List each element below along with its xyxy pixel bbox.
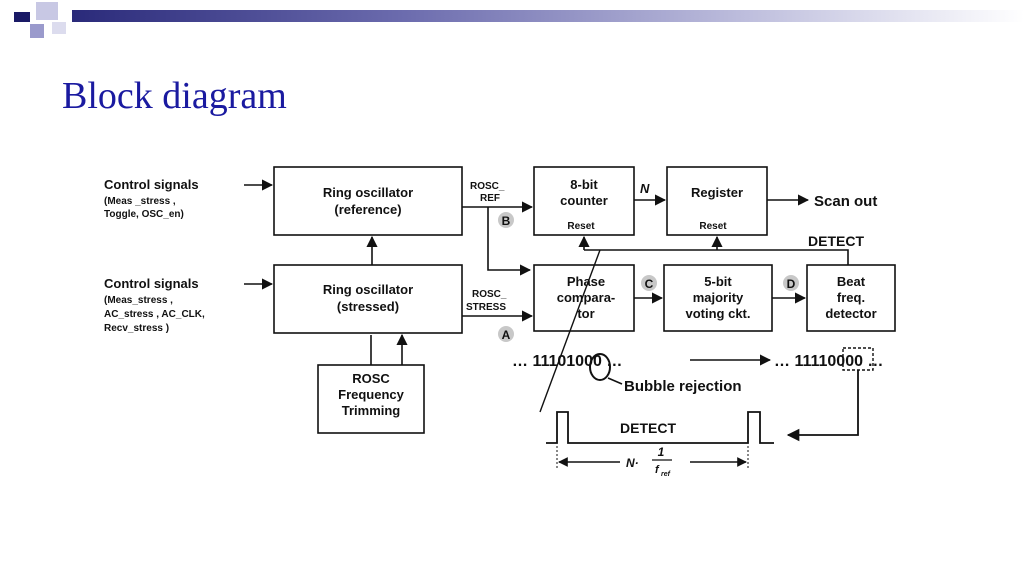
rosc-stress-label-line2: STRESS bbox=[466, 302, 506, 313]
node-d: D bbox=[783, 275, 799, 291]
node-a: A bbox=[498, 326, 514, 342]
beat-detector-block: Beat freq. detector bbox=[806, 264, 896, 332]
detect-reset-line bbox=[584, 249, 849, 265]
period-formula: N· 1 f ref bbox=[626, 445, 672, 478]
svg-text:D: D bbox=[787, 277, 796, 291]
detect-waveform bbox=[546, 411, 774, 444]
node-c: C bbox=[641, 275, 657, 291]
scan-out-label: Scan out bbox=[814, 193, 877, 210]
diagonal-line bbox=[539, 249, 601, 413]
rosc-ref-label-line1: ROSC_ bbox=[470, 181, 505, 192]
title-decoration bbox=[0, 0, 1024, 40]
beat-line3: detector bbox=[825, 306, 876, 321]
rosc-ref-label-line2: REF bbox=[480, 193, 500, 204]
phase-comparator-block: Phase compara- tor bbox=[533, 264, 635, 332]
register-reset: Reset bbox=[699, 221, 727, 232]
svg-text:A: A bbox=[502, 328, 511, 342]
arrow-ref-to-phase bbox=[487, 207, 532, 276]
rosc-trimming-block: ROSC Frequency Trimming bbox=[317, 364, 425, 434]
rosc-trim-line1: ROSC bbox=[352, 371, 390, 386]
control-signals-2-sub1: (Meas_stress , bbox=[104, 295, 173, 306]
bits-right: … 11110000 … bbox=[774, 353, 883, 370]
register-block: Register Reset bbox=[666, 166, 768, 236]
deco-square-mid bbox=[30, 24, 44, 38]
control-signals-2: Control signals (Meas_stress , AC_stress… bbox=[104, 276, 205, 334]
period-den: f bbox=[655, 464, 660, 476]
rosc-trim-line3: Trimming bbox=[342, 403, 401, 418]
detect-top-label: DETECT bbox=[808, 233, 864, 249]
majority-line2: majority bbox=[693, 290, 744, 305]
page-title: Block diagram bbox=[62, 75, 287, 117]
svg-text:B: B bbox=[502, 214, 511, 228]
majority-line3: voting ckt. bbox=[685, 306, 750, 321]
control-signals-1-label: Control signals bbox=[104, 177, 199, 192]
ring-osc-ref-line2: (reference) bbox=[334, 202, 401, 217]
control-signals-1: Control signals (Meas _stress , Toggle, … bbox=[104, 177, 199, 220]
beat-line2: freq. bbox=[837, 290, 865, 305]
bubble-pointer bbox=[607, 377, 623, 385]
n-label: N bbox=[640, 181, 650, 196]
ring-oscillator-reference-block: Ring oscillator (reference) bbox=[273, 166, 463, 236]
counter-reset: Reset bbox=[567, 221, 595, 232]
period-prefix: N· bbox=[626, 456, 639, 470]
title-bar bbox=[72, 10, 1024, 22]
counter-line1: 8-bit bbox=[570, 177, 598, 192]
majority-voting-block: 5-bit majority voting ckt. bbox=[663, 264, 773, 332]
counter-line2: counter bbox=[560, 193, 608, 208]
ring-osc-ref-line1: Ring oscillator bbox=[323, 185, 413, 200]
majority-line1: 5-bit bbox=[704, 274, 732, 289]
rosc-stress-label-line1: ROSC_ bbox=[472, 289, 507, 300]
beat-line1: Beat bbox=[837, 274, 866, 289]
control-signals-2-sub2: AC_stress , AC_CLK, bbox=[104, 309, 205, 320]
phase-line2: compara- bbox=[557, 290, 616, 305]
arrow-beat-to-waveform bbox=[786, 370, 859, 442]
bubble-rejection-label: Bubble rejection bbox=[624, 378, 742, 395]
ring-oscillator-stressed-block: Ring oscillator (stressed) bbox=[273, 264, 463, 334]
deco-square-pale bbox=[52, 22, 66, 34]
ring-osc-stressed-line2: (stressed) bbox=[337, 299, 399, 314]
control-signals-1-sub1: (Meas _stress , bbox=[104, 196, 176, 207]
deco-square-dark bbox=[14, 12, 30, 22]
register-line1: Register bbox=[691, 185, 743, 200]
ring-osc-stressed-line1: Ring oscillator bbox=[323, 282, 413, 297]
period-num: 1 bbox=[658, 445, 665, 459]
node-b: B bbox=[498, 212, 514, 228]
control-signals-2-label: Control signals bbox=[104, 276, 199, 291]
phase-line1: Phase bbox=[567, 274, 605, 289]
deco-square-light bbox=[36, 2, 58, 20]
rosc-trim-line2: Frequency bbox=[338, 387, 405, 402]
counter-block: 8-bit counter Reset bbox=[533, 166, 635, 236]
bubble-circle bbox=[589, 353, 611, 381]
control-signals-1-sub2: Toggle, OSC_en) bbox=[104, 209, 184, 220]
detect-wave-label: DETECT bbox=[620, 420, 676, 436]
period-den-sub: ref bbox=[661, 471, 671, 478]
control-signals-2-sub3: Recv_stress ) bbox=[104, 323, 169, 334]
phase-line3: tor bbox=[577, 306, 594, 321]
svg-text:C: C bbox=[645, 277, 654, 291]
